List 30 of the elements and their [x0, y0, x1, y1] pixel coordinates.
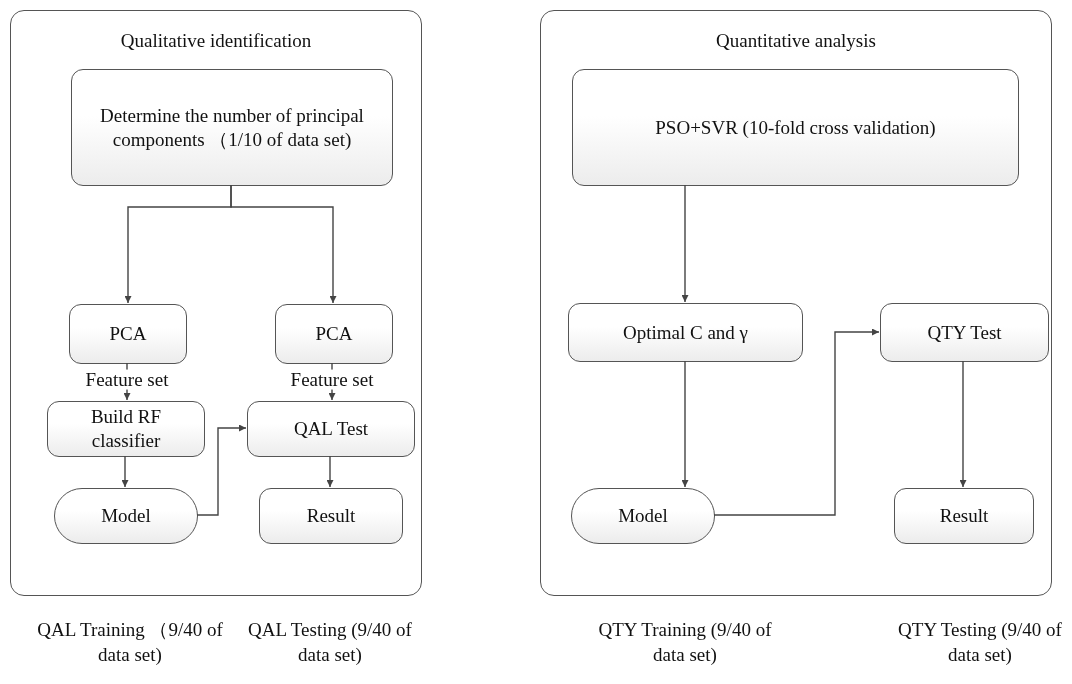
panel-heading: Qualitative identification	[119, 29, 313, 53]
group-panel	[540, 10, 1052, 596]
arrow	[681, 360, 689, 488]
group-panel	[10, 10, 422, 596]
terminal-box: Model	[54, 488, 198, 544]
process-box: QAL Test	[247, 401, 415, 457]
process-box: Result	[894, 488, 1034, 544]
caption-text: QTY Testing (9/40 of data set)	[897, 618, 1063, 667]
panel-heading: Quantitative analysis	[715, 29, 877, 53]
terminal-box: Model	[571, 488, 715, 544]
process-box: PCA	[69, 304, 187, 364]
arrow	[326, 455, 334, 488]
process-box: Build RF classifier	[47, 401, 205, 457]
edge-label: Feature set	[84, 369, 170, 390]
process-box: Result	[259, 488, 403, 544]
arrow	[121, 455, 129, 488]
caption-text: QAL Testing (9/40 of data set)	[247, 618, 413, 667]
process-box: PCA	[275, 304, 393, 364]
arrow	[196, 424, 247, 516]
process-box: Determine the number of principal components （1/10 of data set)	[71, 69, 393, 186]
caption-text: QAL Training （9/40 of data set)	[36, 618, 224, 667]
arrow	[713, 328, 880, 516]
arrow	[681, 184, 689, 303]
process-box: Optimal C and γ	[568, 303, 803, 362]
edge-label: Feature set	[289, 369, 375, 390]
process-box: PSO+SVR (10-fold cross validation)	[572, 69, 1019, 186]
caption-text: QTY Training (9/40 of data set)	[597, 618, 773, 667]
process-box: QTY Test	[880, 303, 1049, 362]
arrow	[230, 184, 337, 304]
arrow	[959, 360, 967, 488]
